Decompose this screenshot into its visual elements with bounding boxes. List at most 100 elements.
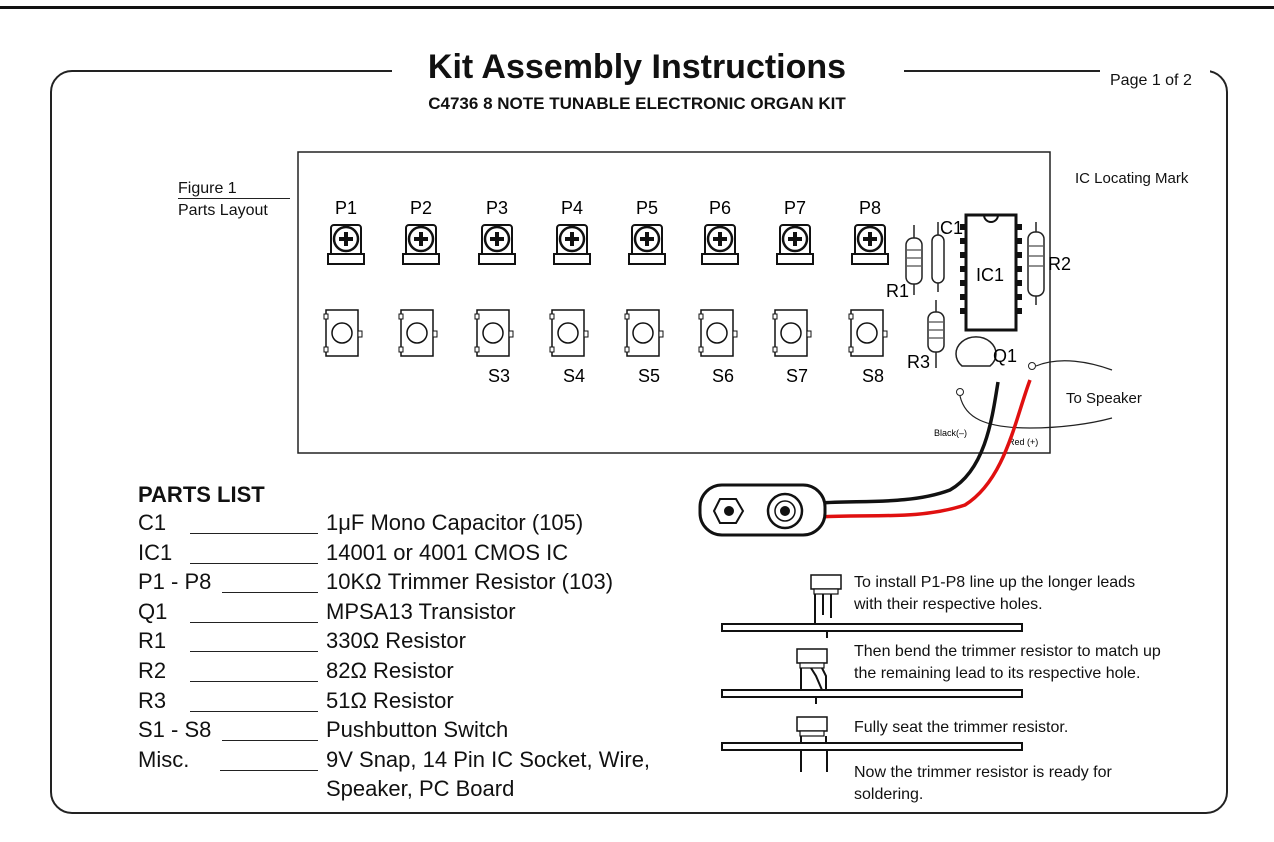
trimmer-label: P6 <box>709 198 731 218</box>
part-leader-line <box>190 621 318 623</box>
part-leader-line <box>190 710 318 712</box>
trimmer-5: P5 <box>628 198 666 265</box>
page-title: Kit Assembly Instructions <box>427 48 847 86</box>
part-description: MPSA13 Transistor <box>326 598 516 624</box>
install-step-3: Fully seat the trimmer resistor. <box>854 717 1068 739</box>
part-description: 1μF Mono Capacitor (105) <box>326 510 584 535</box>
step-line: Fully seat the trimmer resistor. <box>854 719 1069 736</box>
ic1-pins <box>960 224 1022 314</box>
part-id: R1 <box>138 628 167 654</box>
install-step-1: To install P1-P8 line up the longer lead… <box>854 572 1135 616</box>
switch-label: S6 <box>712 366 734 386</box>
switch-row: S3 S4 S5 S6 S7 S8 <box>323 309 888 386</box>
install-step-2: Then bend the trimmer resistor to match … <box>854 641 1161 685</box>
switch-label: S4 <box>563 366 585 386</box>
speaker-wire-bottom <box>959 395 1113 429</box>
part-leader-line <box>222 740 318 742</box>
part-description: 51Ω Resistor <box>326 687 454 713</box>
red-wire-label: Red (+) <box>1008 437 1038 447</box>
ic-locating-mark-label: IC Locating Mark <box>1075 170 1189 187</box>
part-leader-line <box>220 769 318 771</box>
to-speaker-label: To Speaker <box>1066 390 1142 407</box>
part-leader-line <box>190 681 318 682</box>
part-id: S1 - S8 <box>138 717 212 743</box>
trimmer-4: P4 <box>553 198 591 265</box>
pcb-outline <box>297 151 1051 454</box>
figure-caption-line2: Parts Layout <box>178 202 268 219</box>
part-id: IC1 <box>138 539 173 565</box>
red-wire <box>819 379 1032 519</box>
part-id: C1 <box>138 510 167 535</box>
top-edge-line <box>0 6 1274 9</box>
install-steps-art <box>721 574 1023 772</box>
switch-3: S3 <box>474 309 514 386</box>
q1-label: Q1 <box>993 346 1017 366</box>
switch-8: S8 <box>848 309 888 386</box>
switch-7: S7 <box>772 309 812 386</box>
ic1-label: IC1 <box>976 265 1004 285</box>
trimmer-label: P1 <box>335 198 357 218</box>
part-description: Pushbutton Switch <box>326 717 509 743</box>
trimmer-label: P4 <box>561 198 583 218</box>
ic1-chip <box>964 213 1018 332</box>
step-line: with their respective holes. <box>854 596 1043 613</box>
q1-transistor <box>955 336 997 367</box>
trimmer-8: P8 <box>851 198 889 265</box>
step-line: the remaining lead to its respective hol… <box>854 665 1141 682</box>
part-description: 14001 or 4001 CMOS IC <box>326 539 569 565</box>
battery-snap <box>698 483 827 537</box>
speaker-hole <box>1028 362 1036 370</box>
r2-label: R2 <box>1048 254 1071 274</box>
black-wire-label: Black(–) <box>934 428 967 438</box>
r3-label: R3 <box>907 352 930 372</box>
part-leader-line <box>190 533 318 534</box>
part-description: 10KΩ Trimmer Resistor (103) <box>326 569 614 595</box>
part-leader-line <box>222 592 318 594</box>
trimmer-3: P3 <box>478 198 516 265</box>
switch-label: S8 <box>862 366 884 386</box>
part-leader-line <box>190 562 318 564</box>
part-id: Misc. <box>138 746 190 772</box>
page-number: Page 1 of 2 <box>1110 72 1192 89</box>
step-line: Then bend the trimmer resistor to match … <box>854 643 1161 660</box>
trimmer-6: P6 <box>701 198 739 265</box>
step-line: To install P1-P8 line up the longer lead… <box>854 574 1136 591</box>
switch-5: S5 <box>624 309 664 386</box>
black-wire <box>819 381 1000 505</box>
c1-capacitor <box>931 234 945 284</box>
trimmer-label: P8 <box>859 198 881 218</box>
speaker-wire-top <box>1035 360 1113 371</box>
part-id: R3 <box>138 687 167 713</box>
switch-label: S3 <box>488 366 510 386</box>
switch-label: S7 <box>786 366 808 386</box>
switch-6: S6 <box>698 309 738 386</box>
trimmer-label: P3 <box>486 198 508 218</box>
part-description: 9V Snap, 14 Pin IC Socket, Wire, <box>326 746 651 772</box>
trimmer-1: P1 <box>327 198 365 265</box>
parts-list-title: PARTS LIST <box>138 482 265 507</box>
part-id: Q1 <box>138 598 168 624</box>
part-id: P1 - P8 <box>138 569 212 595</box>
switch-label: S5 <box>638 366 660 386</box>
trimmer-7: P7 <box>776 198 814 265</box>
figure-caption-line1: Figure 1 <box>178 180 237 197</box>
ground-hole <box>956 388 964 396</box>
r3-resistor <box>927 300 945 368</box>
switch-1 <box>323 309 363 357</box>
title-mask <box>392 40 904 100</box>
part-description: 330Ω Resistor <box>326 628 466 654</box>
part-description: 82Ω Resistor <box>326 658 454 683</box>
trimmer-label: P5 <box>636 198 658 218</box>
step-line: soldering. <box>854 786 924 803</box>
trimmer-2: P2 <box>402 198 440 265</box>
c1-label: C1 <box>940 218 963 238</box>
part-id: R2 <box>138 658 167 683</box>
trimmer-row: P1 P2 P3 P4 P5 P6 P7 P8 <box>327 198 889 265</box>
switch-4: S4 <box>549 309 589 386</box>
r2-resistor <box>1027 222 1045 305</box>
trimmer-label: P7 <box>784 198 806 218</box>
part-description: Speaker, PC Board <box>326 776 515 802</box>
page-subtitle: C4736 8 NOTE TUNABLE ELECTRONIC ORGAN KI… <box>428 94 846 113</box>
caption-underline <box>178 198 290 199</box>
